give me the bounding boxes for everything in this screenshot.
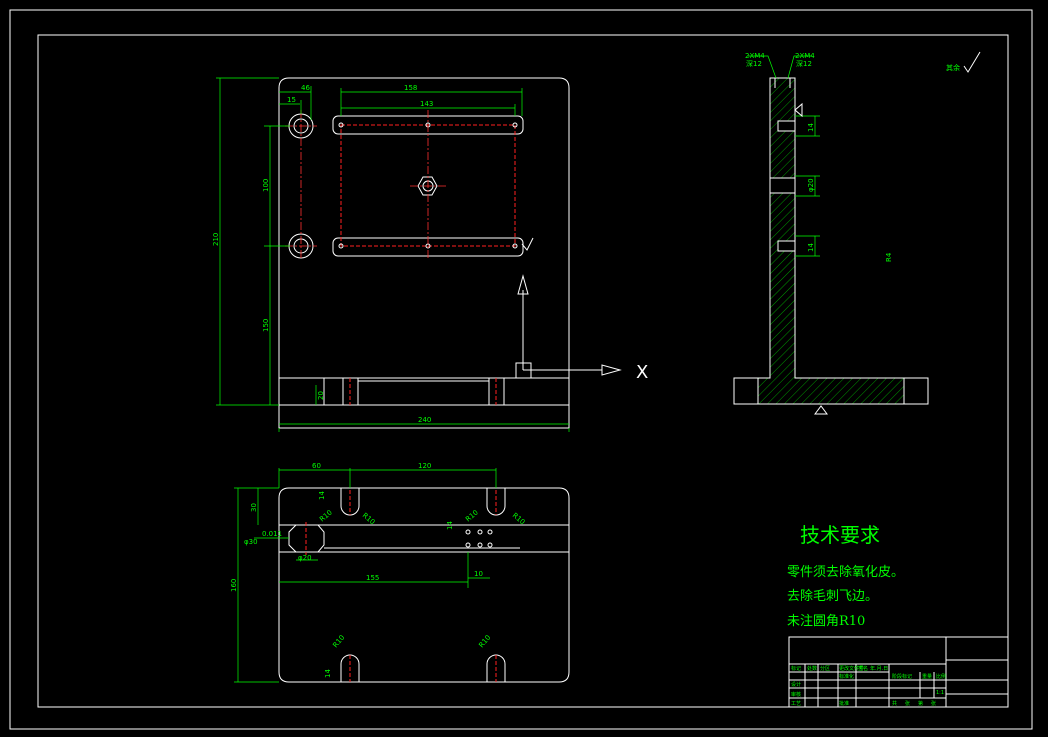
outer-frame	[9, 9, 1033, 730]
roughness-note: 其余	[946, 63, 960, 72]
thread-note-1: 2XM4	[745, 52, 765, 60]
tb-design: 设计	[791, 681, 801, 688]
dim-phi20: φ20	[298, 554, 312, 562]
tb-weight: 重量	[922, 673, 932, 680]
requirements-title: 技术要求	[800, 523, 880, 547]
side-dim-phi: φ20	[807, 178, 815, 192]
side-dim-14b: 14	[807, 243, 815, 252]
tb-process: 工艺	[791, 701, 801, 707]
dim-r10-f: R10	[477, 634, 492, 650]
dim-r10-d: R10	[511, 511, 527, 526]
tb-no: 第	[918, 700, 923, 707]
requirement-2: 去除毛刺飞边。	[787, 589, 878, 604]
dim-r10-a: R10	[318, 509, 334, 524]
technical-requirements: 技术要求 零件须去除氧化皮。 去除毛刺飞边。 未注圆角R10	[787, 523, 904, 629]
dim-r10-b: R10	[361, 511, 377, 526]
dim-143: 143	[420, 100, 433, 108]
x-axis-label: X	[636, 362, 648, 383]
dim-120: 120	[418, 462, 431, 470]
thread-note-2: 2XM4	[795, 52, 815, 60]
tb-total: 共	[892, 700, 897, 707]
dim-158: 158	[404, 84, 417, 92]
dim-r10-e: R10	[331, 634, 346, 650]
side-section-view: 2XM4 深12 2XM4 深12 14 φ20 14 R4 其余	[733, 51, 981, 415]
tb-scale: 比例	[936, 673, 946, 680]
inner-frame	[37, 34, 1009, 708]
dim-155: 155	[366, 574, 379, 582]
tb-standard: 标准化	[839, 673, 854, 680]
requirement-1: 零件须去除氧化皮。	[787, 565, 904, 580]
tb-sign: 签名	[858, 665, 868, 672]
side-dim-14a: 14	[807, 123, 815, 132]
tb-sheets-b: 张	[931, 700, 936, 707]
tb-scale-value: 1:1	[936, 690, 944, 696]
tb-mark: 标记	[791, 665, 801, 672]
dim-tolerance: 0.011	[262, 530, 282, 538]
dim-30: 30	[250, 503, 258, 512]
dim-10: 10	[474, 570, 483, 578]
dim-60: 60	[312, 462, 321, 470]
bottom-view: 60 120 14 30 R10 R10 R10 R10 0.011 φ30 φ…	[230, 462, 570, 683]
dim-100: 100	[262, 179, 270, 192]
tb-review: 审核	[791, 691, 801, 698]
tb-sheets-a: 张	[905, 700, 910, 707]
dim-14a: 14	[318, 491, 326, 500]
dim-r10-c: R10	[464, 509, 480, 524]
dim-20: 20	[317, 391, 325, 400]
side-mark: R4	[885, 252, 893, 262]
dim-210: 210	[212, 233, 220, 246]
depth-note-1: 深12	[746, 59, 762, 68]
dim-15: 15	[287, 96, 296, 104]
dim-14-hole: 14	[446, 521, 454, 530]
requirement-3: 未注圆角R10	[787, 614, 865, 629]
tb-date: 年.月.日	[870, 665, 888, 672]
title-block: 标记 处数 分区 更改文件号 签名 年.月.日 设计 标准化 阶段标记 重量 比…	[788, 636, 1009, 708]
dim-46: 46	[301, 84, 310, 92]
tb-stage: 阶段标记	[892, 673, 912, 680]
tb-zone: 分区	[820, 665, 830, 672]
tb-approve: 批准	[839, 700, 849, 707]
front-view: 46 15 158 143 100 210 150 20 240 X	[212, 77, 648, 432]
dim-150: 150	[262, 319, 270, 332]
dim-14b: 14	[324, 669, 332, 678]
tb-change-doc: 更改文件号	[839, 665, 864, 672]
dim-240: 240	[418, 416, 431, 424]
depth-note-2: 深12	[796, 59, 812, 68]
dim-phi30: φ30	[244, 538, 258, 546]
tb-count: 处数	[807, 665, 817, 672]
dim-160: 160	[230, 579, 238, 592]
